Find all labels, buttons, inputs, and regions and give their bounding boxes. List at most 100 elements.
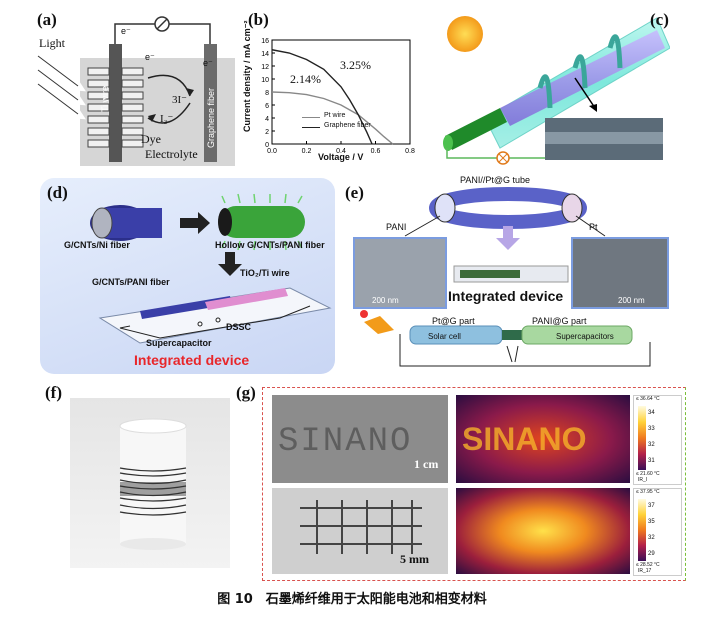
panel-label-d: (d)	[47, 183, 68, 202]
colorbar-2-max: ≤ 37.95 °C	[636, 489, 660, 495]
tio2-label: TiO₂/Ti wire	[240, 268, 290, 278]
y-tick-label: 2	[265, 129, 269, 136]
arrow-right-icon	[180, 212, 210, 234]
scale-bar-mm: 5 mm	[400, 552, 429, 566]
colorbar-2-tick: 29	[648, 551, 655, 557]
ti-wire-label: Ti wire	[100, 85, 110, 112]
triiodide-label: 3I⁻	[172, 94, 187, 106]
panel-label-g: (g)	[236, 383, 256, 402]
panel-label-a: (a)	[37, 10, 57, 29]
pt-label: Pt	[589, 222, 598, 232]
x-tick-label: 0.4	[336, 148, 346, 155]
colorbar-2: ≤ 37.95 °C 37 35 32 29 ≤ 28.52 °C IR_17	[633, 488, 682, 576]
x-tick-label: 0.0	[267, 148, 277, 155]
dye-label: Dye	[141, 132, 161, 146]
legend-graphene-label: Graphene fiber	[324, 122, 371, 129]
colorbar-1-min: ≤ 21.60 °C	[636, 471, 660, 477]
colorbar-2-tick: 35	[648, 519, 655, 525]
colorbar-2-tick: 32	[648, 535, 655, 541]
panel-c	[425, 8, 671, 166]
scale-bar-1: 200 nm	[372, 296, 399, 305]
y-tick-label: 8	[265, 90, 269, 97]
arrow-down-icon	[218, 252, 242, 276]
graphene-fiber-label: Graphene fiber	[206, 87, 216, 148]
integrated-device-d: Integrated device	[134, 352, 250, 368]
colorbar-1-tick: 33	[648, 426, 655, 432]
integrated-device-e: Integrated device	[448, 288, 564, 304]
scale-bar-2: 200 nm	[618, 296, 645, 305]
electrolyte-label: Electrolyte	[145, 147, 198, 161]
y-tick-label: 16	[261, 38, 269, 45]
efficiency-high: 3.25%	[340, 58, 371, 72]
panel-label-b: (b)	[248, 10, 269, 29]
supercap-label: Supercapacitor	[146, 338, 212, 348]
colorbar-1-tick: 34	[648, 410, 655, 416]
colorbar-2-tick: 37	[648, 503, 655, 509]
series-line-pt-wire	[271, 91, 394, 145]
panel-label-e: (e)	[345, 183, 364, 202]
y-tick-label: 10	[261, 77, 269, 84]
panel-e-graphics	[353, 187, 669, 367]
colorbar-1: ≤ 36.64 °C 34 33 32 31 ≤ 21.60 °C IR_I	[633, 395, 682, 485]
x-tick-label: 0.8	[405, 148, 415, 155]
ti-wire	[109, 44, 122, 162]
x-tick-label: 0.2	[302, 148, 312, 155]
photo-sinano: SINANO 1 cm	[272, 395, 448, 483]
legend-pt-swatch	[302, 117, 320, 118]
dye-layer	[87, 67, 144, 148]
x-tick-label: 0.6	[371, 148, 381, 155]
sem-pani	[353, 237, 447, 309]
jv-chart: 0 2 4 6 8 10 12 14 16 0.0 0.2 0.4 0.6 0.8	[261, 38, 415, 155]
fiber1-label: G/CNTs/Ni fiber	[64, 240, 130, 250]
y-tick-label: 0	[265, 142, 269, 149]
thermal-sinano: SINANO	[456, 395, 630, 483]
figure-caption: 图 10 石墨烯纤维用于太阳能电池和相变材料	[217, 592, 487, 607]
electron-label-right: e⁻	[203, 58, 213, 68]
colorbar-1-max: ≤ 36.64 °C	[636, 396, 660, 402]
light-label: Light	[39, 36, 65, 50]
dssc-label: DSSC	[226, 322, 252, 332]
graphene-fiber	[204, 44, 217, 162]
y-tick-label: 14	[261, 51, 269, 58]
photo-cylinder	[70, 398, 230, 568]
colorbar-2-min: ≤ 28.52 °C	[636, 562, 660, 568]
pani-part-label: PANI@G part	[532, 316, 587, 326]
sun-icon	[360, 310, 368, 318]
chart-ylabel: Current density / mA cm⁻²	[242, 20, 252, 132]
legend-graphene-swatch	[302, 127, 320, 128]
sun-icon	[447, 16, 483, 52]
electron-label-top: e⁻	[121, 26, 131, 36]
iodide-label: I₃⁻	[160, 113, 174, 125]
photo-grid: 5 mm	[272, 488, 448, 574]
electron-label-left: e⁻	[145, 52, 155, 62]
y-tick-label: 4	[265, 116, 269, 123]
fiber2-label: Hollow G/CNTs/PANI fiber	[215, 240, 325, 250]
fiber3-label: G/CNTs/PANI fiber	[92, 277, 170, 287]
solar-cell-label: Solar cell	[428, 332, 461, 341]
thermal-sinano-text: SINANO	[462, 421, 587, 457]
sinano-text: SINANO	[278, 423, 413, 461]
sem-pt	[571, 237, 669, 309]
colorbar-2-id: IR_17	[638, 568, 652, 574]
efficiency-low: 2.14%	[290, 72, 321, 86]
chart-xlabel: Voltage / V	[318, 152, 364, 162]
y-tick-label: 6	[265, 103, 269, 110]
panel-d	[40, 178, 335, 374]
supercapacitors-label: Supercapacitors	[556, 332, 614, 341]
scale-bar-cm: 1 cm	[414, 457, 439, 471]
colorbar-1-id: IR_I	[638, 477, 648, 483]
y-tick-label: 12	[261, 64, 269, 71]
colorbar-1-tick: 31	[648, 458, 655, 464]
panel-label-f: (f)	[45, 383, 62, 402]
tube-label: PANI//Pt@G tube	[460, 175, 530, 185]
colorbar-1-tick: 32	[648, 442, 655, 448]
series-line-graphene-fiber	[271, 49, 373, 145]
thermal-grid	[456, 488, 630, 574]
pt-part-label: Pt@G part	[432, 316, 475, 326]
dssc-schematic	[36, 16, 235, 166]
legend-pt-label: Pt wire	[324, 112, 346, 119]
arrow-down-icon	[496, 226, 520, 250]
panel-g-frame	[262, 387, 686, 581]
panel-label-c: (c)	[650, 10, 669, 29]
pani-label: PANI	[386, 222, 407, 232]
